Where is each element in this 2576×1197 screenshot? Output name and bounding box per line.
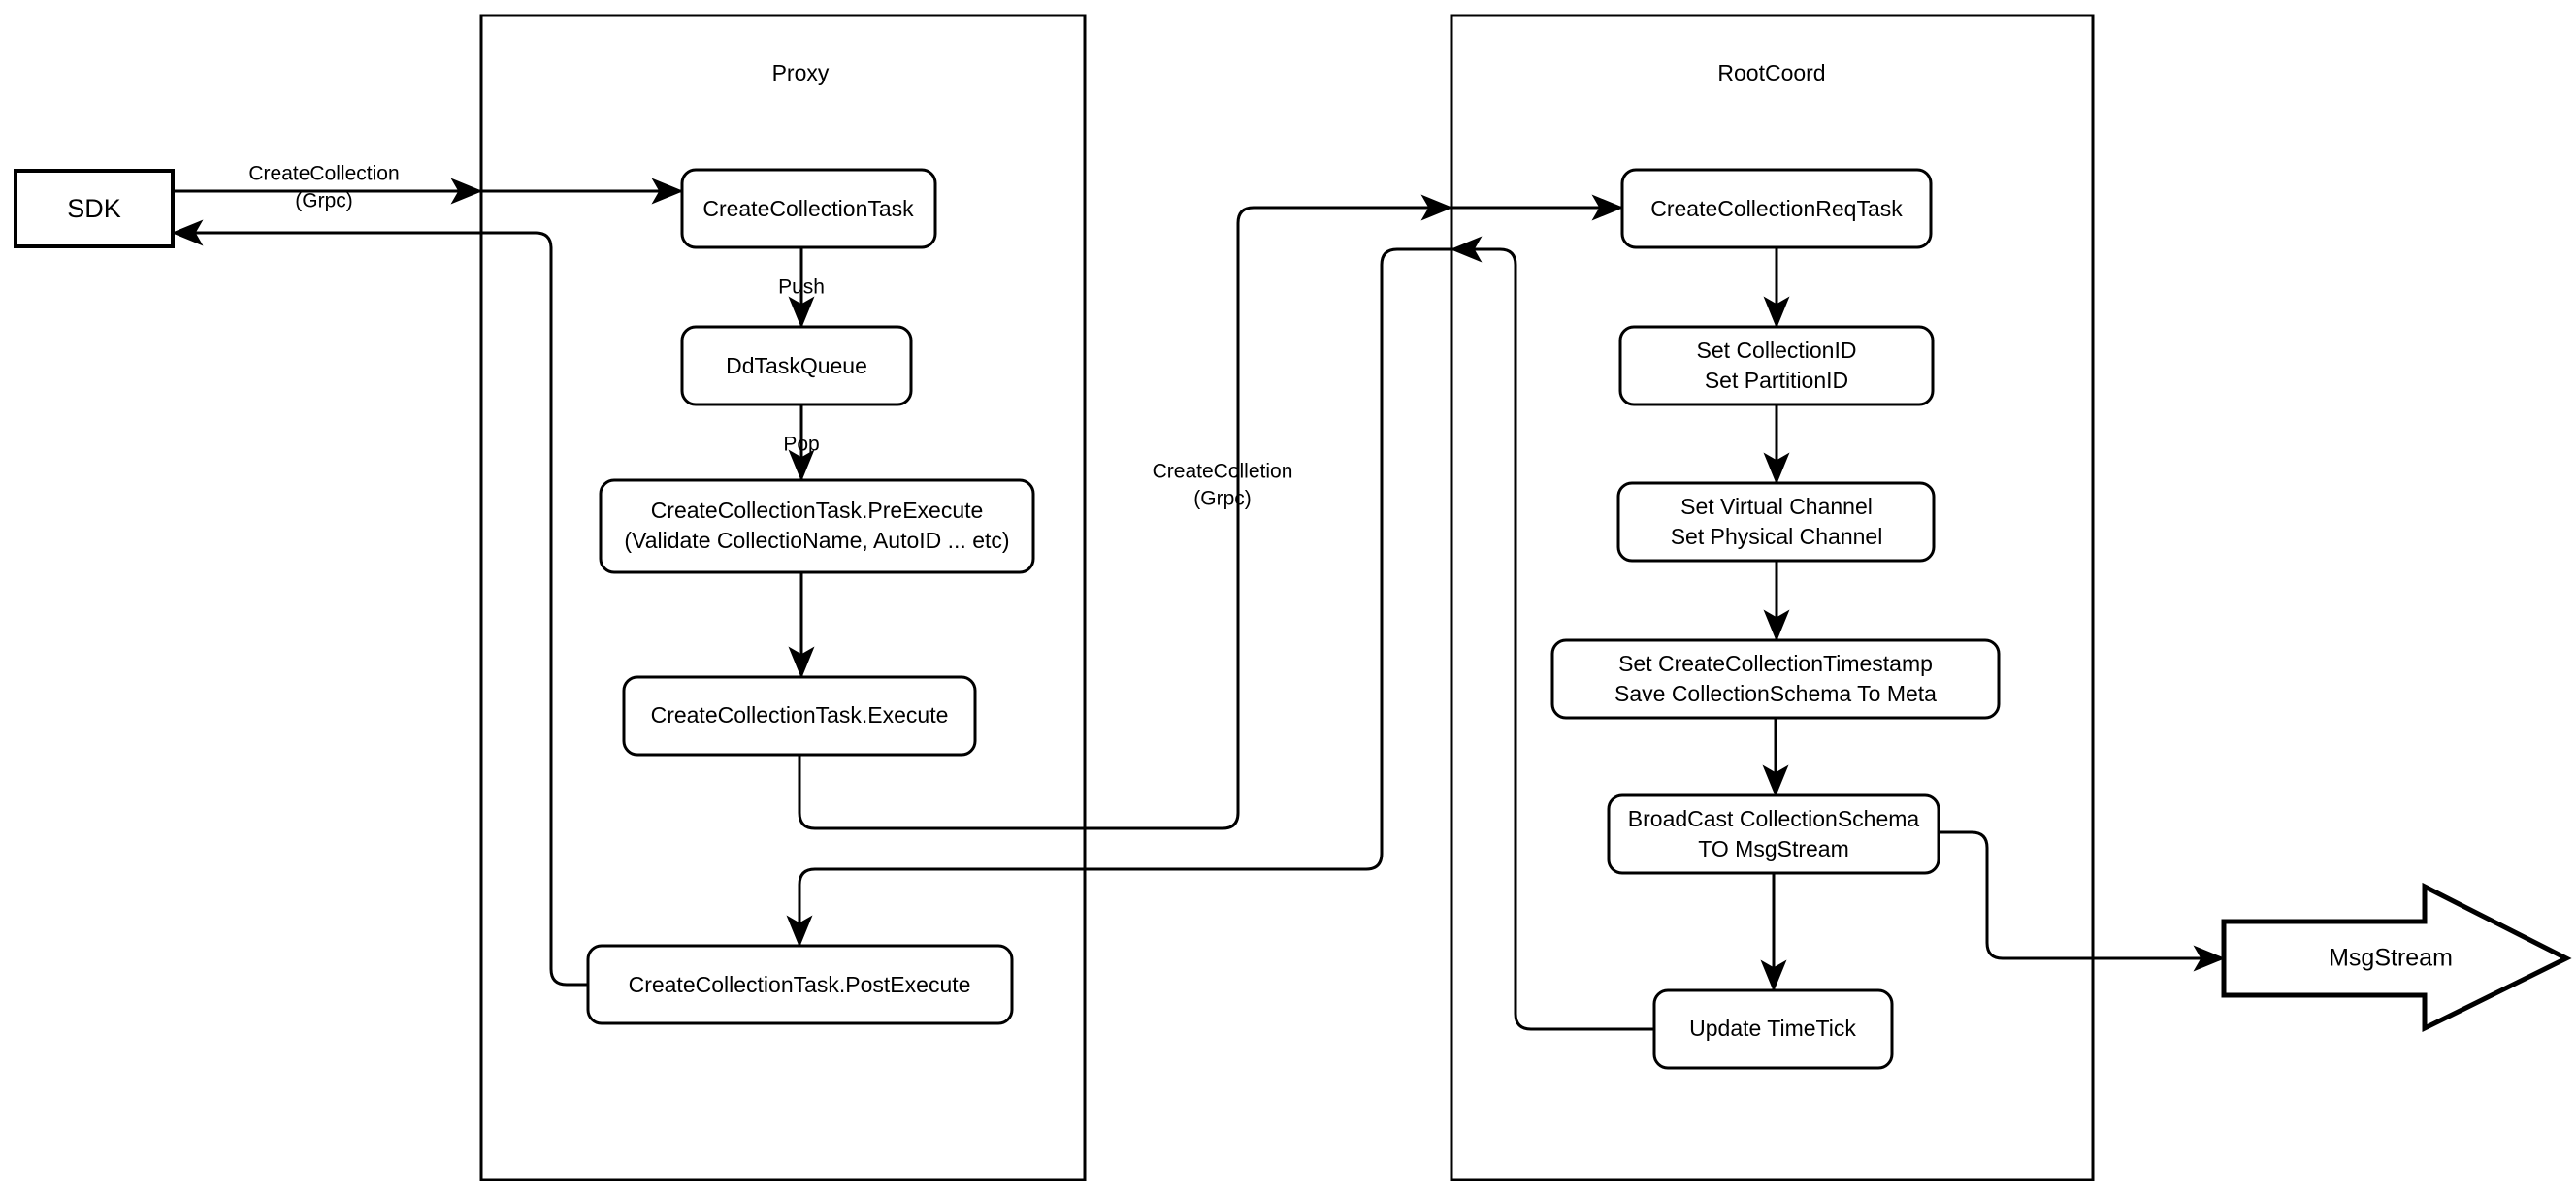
node-set-channels-label-line1: Set Virtual Channel [1680, 494, 1873, 519]
edge-label-push: Push [778, 276, 825, 299]
edge-post-execute-to-sdk-return-path [481, 231, 588, 987]
rootcoord-container-title: RootCoord [1717, 60, 1825, 85]
msgstream-label: MsgStream [2329, 945, 2453, 972]
edge-execute-to-rootcoord-request [798, 194, 1453, 830]
sdk-label: SDK [67, 194, 121, 223]
msgstream-shape[interactable] [2221, 882, 2572, 1033]
node-set-ids-label-line1: Set CollectionID [1697, 338, 1857, 363]
edge-broadcast-to-msgstream [1939, 830, 2226, 972]
node-execute-label: CreateCollectionTask.Execute [651, 702, 949, 728]
node-broadcast-label-line2: TO MsgStream [1698, 836, 1849, 861]
node-dd-task-queue-label: DdTaskQueue [726, 353, 867, 378]
edge-label-rootcoord-grpc-line2: (Grpc) [1193, 488, 1252, 510]
node-pre-execute[interactable] [599, 478, 1035, 574]
node-create-collection-req-task-label: CreateCollectionReqTask [1650, 196, 1903, 221]
edge-update-timetick-to-return [1450, 236, 1654, 1031]
proxy-container-title: Proxy [772, 60, 830, 85]
edge-label-sdk-grpc-line1: CreateCollection [248, 163, 399, 185]
node-broadcast-label-line1: BroadCast CollectionSchema [1628, 806, 1920, 831]
node-set-channels-label-line2: Set Physical Channel [1671, 524, 1883, 549]
node-post-execute-label: CreateCollectionTask.PostExecute [629, 972, 971, 997]
node-set-timestamp-label-line2: Save CollectionSchema To Meta [1614, 681, 1937, 706]
node-create-collection-task[interactable] [680, 168, 937, 249]
sdk-box[interactable] [14, 169, 175, 248]
node-pre-execute-label-line2: (Validate CollectioName, AutoID ... etc) [624, 528, 1009, 553]
node-set-ids-label-line2: Set PartitionID [1705, 368, 1848, 393]
edge-rootcoord-return-to-post-execute [786, 247, 1451, 948]
edge-label-rootcoord-grpc-line1: CreateColletion [1153, 461, 1293, 483]
edge-label-sdk-grpc-line2: (Grpc) [295, 190, 353, 212]
node-pre-execute-label-line1: CreateCollectionTask.PreExecute [651, 498, 984, 523]
node-set-timestamp-label-line1: Set CreateCollectionTimestamp [1618, 651, 1933, 676]
edge-label-pop: Pop [783, 434, 819, 456]
node-create-collection-task-label: CreateCollectionTask [702, 196, 914, 221]
node-update-timetick-label: Update TimeTick [1689, 1016, 1856, 1041]
